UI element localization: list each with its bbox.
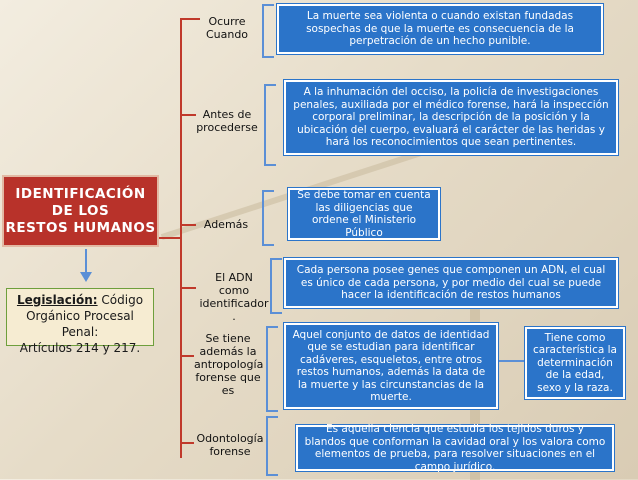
legislation-text-1: Código bbox=[97, 293, 144, 307]
branch-3-bracket bbox=[262, 190, 274, 246]
branch-4-label-line-1: El ADN bbox=[215, 271, 253, 284]
branch-1-description: La muerte sea violenta o cuando existan … bbox=[306, 10, 574, 48]
branch-1-description-box: La muerte sea violenta o cuando existan … bbox=[277, 4, 603, 54]
branch-2-bracket bbox=[264, 84, 276, 166]
branch-3-description-box: Se debe tomar en cuenta las diligencias … bbox=[288, 188, 440, 240]
branch-label-odontologia: Odontología forense bbox=[195, 432, 265, 458]
branch-1-bracket bbox=[262, 4, 274, 58]
spine-tick-5 bbox=[180, 355, 194, 357]
branch-5-description: Aquel conjunto de datos de identidad que… bbox=[292, 328, 490, 404]
branch-4-bracket bbox=[270, 258, 282, 314]
branch-2-description: A la inhumación del occiso, la policía d… bbox=[293, 86, 609, 149]
branch-2-label-line-1: Antes de bbox=[202, 108, 252, 121]
branch-label-antes-de-procederse: Antes de procederse bbox=[193, 108, 261, 134]
branch-6-label-line-1: Odontología bbox=[196, 432, 264, 445]
spine-tick-2 bbox=[180, 114, 196, 116]
branch-5-extra-text: Tiene como característica la determinaci… bbox=[533, 331, 617, 394]
branch-label-adn: El ADN como identificador . bbox=[198, 271, 270, 323]
branch-1-label-line-2: Cuando bbox=[205, 28, 249, 41]
branch-label-antropologia: Se tiene además la antropología forense … bbox=[194, 332, 264, 397]
branch-5-extra-box: Tiene como característica la determinaci… bbox=[525, 327, 625, 399]
branch-5-bracket bbox=[266, 326, 278, 412]
main-spine bbox=[180, 18, 182, 458]
branch-4-description-box: Cada persona posee genes que componen un… bbox=[284, 258, 618, 308]
legislation-box: Legislación: Código Orgánico Procesal Pe… bbox=[6, 288, 154, 355]
branch-3-label-line-1: Además bbox=[203, 218, 249, 231]
branch-3-description: Se debe tomar en cuenta las diligencias … bbox=[297, 189, 431, 239]
branch-4-label-line-2: como bbox=[218, 284, 250, 297]
branch-5-label-line-5: es bbox=[221, 384, 235, 397]
branch-5-label-line-2: además la bbox=[199, 345, 257, 358]
branch-6-bracket bbox=[266, 416, 278, 476]
spine-tick-6 bbox=[180, 442, 194, 444]
branch-label-ademas: Además bbox=[198, 218, 254, 231]
title-connector bbox=[159, 237, 181, 239]
branch-5-label-line-1: Se tiene bbox=[205, 332, 251, 345]
branch-4-description: Cada persona posee genes que componen un… bbox=[296, 264, 606, 302]
legislation-text-2: Orgánico Procesal Penal: bbox=[26, 309, 134, 339]
branch-4-label-line-3: identificador bbox=[199, 297, 269, 310]
spine-tick-1 bbox=[180, 18, 200, 20]
branch-6-description: Es aquella ciencia que estudia los tejid… bbox=[304, 423, 606, 473]
title-to-legislation-connector bbox=[85, 249, 87, 277]
branch-5-description-box: Aquel conjunto de datos de identidad que… bbox=[284, 323, 498, 409]
spine-tick-3 bbox=[180, 224, 196, 226]
down-arrow-icon bbox=[80, 272, 92, 282]
branch-5-label-line-3: antropología bbox=[194, 358, 264, 371]
branch-5-extra-connector bbox=[499, 360, 525, 362]
branch-1-label-line-1: Ocurre bbox=[208, 15, 246, 28]
branch-2-description-box: A la inhumación del occiso, la policía d… bbox=[284, 80, 618, 155]
branch-4-label-line-4: . bbox=[232, 310, 236, 323]
branch-6-description-box: Es aquella ciencia que estudia los tejid… bbox=[296, 423, 614, 473]
legislation-text-3: Artículos 214 y 217. bbox=[19, 341, 141, 355]
branch-label-ocurre-cuando: Ocurre Cuando bbox=[198, 15, 256, 41]
branch-2-label-line-2: procederse bbox=[196, 121, 258, 134]
main-topic-box: IDENTIFICACIÓN DE LOS RESTOS HUMANOS bbox=[2, 175, 159, 247]
branch-6-label-line-2: forense bbox=[209, 445, 251, 458]
legislation-label: Legislación: bbox=[16, 293, 98, 307]
branch-5-label-line-4: forense que bbox=[195, 371, 261, 384]
spine-tick-4 bbox=[180, 287, 196, 289]
